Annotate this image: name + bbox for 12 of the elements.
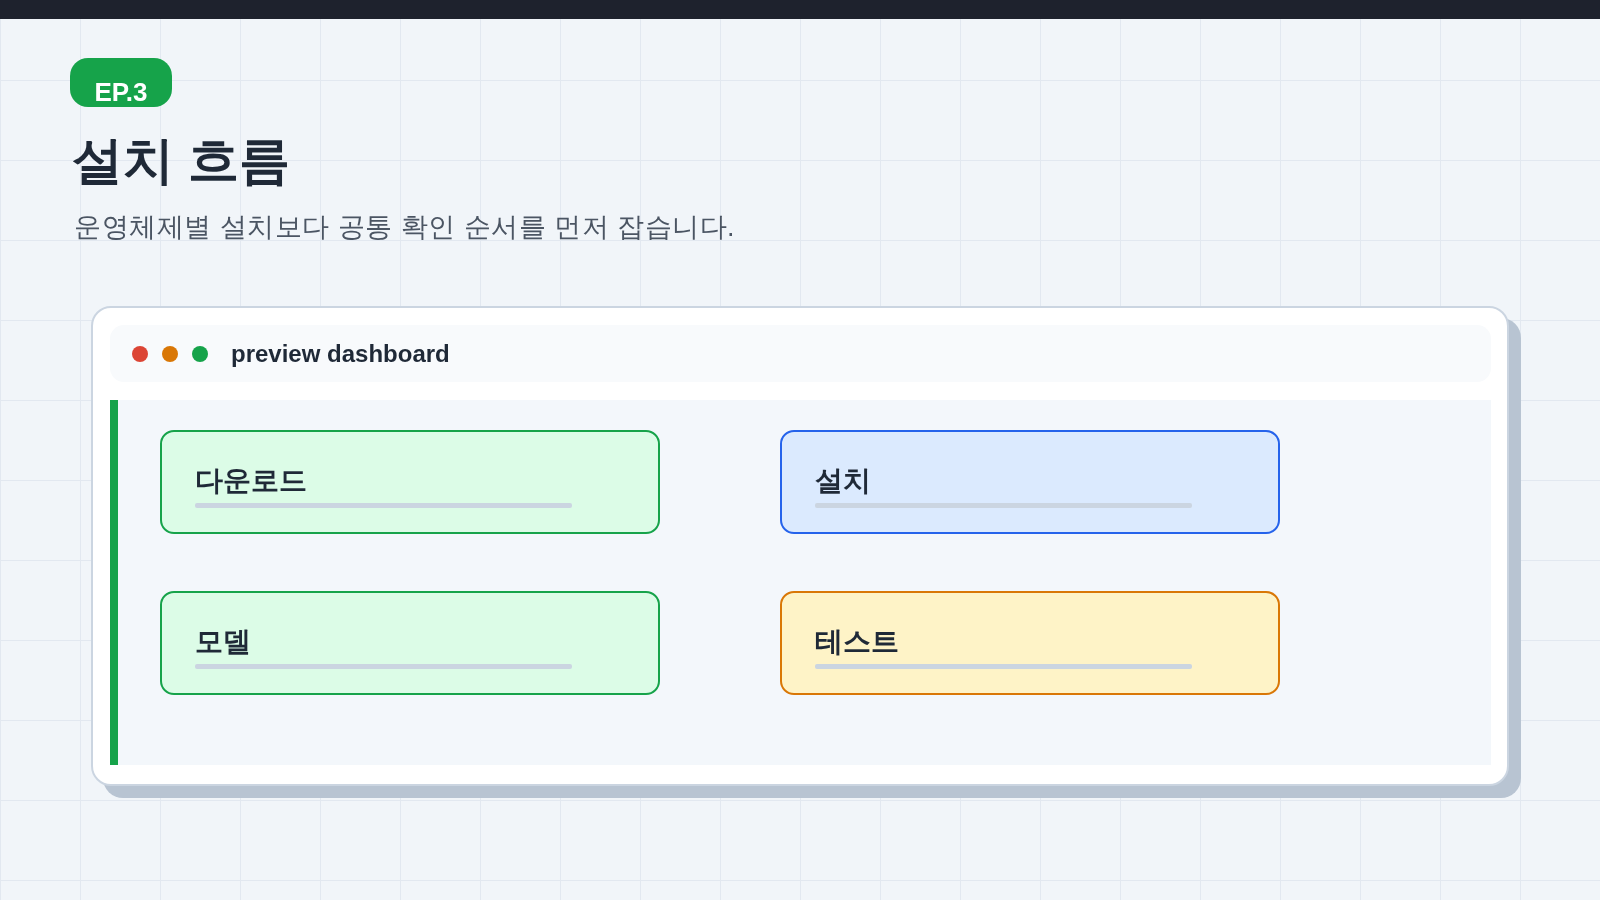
step-label: 모델	[195, 625, 251, 659]
step-label: 테스트	[815, 625, 899, 659]
step-label: 설치	[815, 464, 871, 498]
episode-badge: EP.3	[70, 58, 172, 107]
step-label: 다운로드	[195, 464, 307, 498]
step-card	[160, 430, 660, 534]
step-card	[160, 591, 660, 695]
step-card	[780, 430, 1280, 534]
window-title: preview dashboard	[231, 338, 450, 369]
slide-title: 설치 흐름	[72, 131, 291, 191]
step-card	[780, 591, 1280, 695]
subtitle: 운영체제별 설치보다 공통 확인 순서를 먼저 잡습니다.	[74, 211, 735, 243]
